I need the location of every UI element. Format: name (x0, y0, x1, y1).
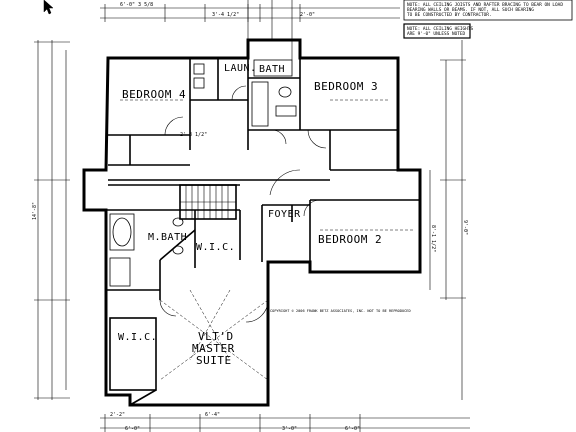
ceiling-note-box: NOTE: ALL CEILING HEIGHTS ARE 9'-0" UNLE… (403, 23, 473, 39)
dim-bot-b: 6'-0" (125, 426, 140, 432)
top-note-line-2: BEARING WALLS OR BEAMS. IF NOT, ALL SUCH… (407, 7, 534, 13)
dim-hall: 2'-3 1/2" (180, 132, 207, 138)
ceiling-dashes (120, 99, 415, 381)
dim-top-a: 6'-0" 3 5/8 (120, 2, 153, 8)
dim-left-a: 14'-8" (32, 202, 38, 220)
svg-text:ARE 9'-0" UNLESS NOTED: ARE 9'-0" UNLESS NOTED (407, 31, 466, 37)
interior-walls (106, 58, 420, 406)
room-master-line1: VLT'D (198, 330, 234, 343)
dimension-lines (34, 0, 470, 432)
room-bedroom3: BEDROOM 3 (314, 80, 378, 93)
room-foyer: FOYER (268, 209, 301, 220)
top-note-line-1: NOTE: ALL CEILING JOISTS AND RAFTER BRAC… (407, 2, 563, 8)
dim-bot-e: 6'-0" (345, 426, 360, 432)
dim-right-a: 9'-0" (462, 220, 468, 235)
room-wic-upper: W.I.C. (196, 242, 235, 253)
top-note-block: NOTE: ALL CEILING JOISTS AND RAFTER BRAC… (403, 0, 573, 21)
copyright-text: COPYRIGHT © 2006 FRANK BETZ ASSOCIATES, … (270, 309, 411, 313)
dim-right-b: 8'-1 1/2" (430, 225, 436, 252)
dim-bot-c: 6'-4" (205, 412, 220, 418)
stair-treads (180, 185, 236, 219)
dim-top-b: 3'-4 1/2" (212, 12, 239, 18)
dim-bot-a: 2'-2" (110, 412, 125, 418)
cursor-arrow-icon (43, 0, 54, 15)
top-note-line-3: TO BE CONSTRUCTED BY CONTRACTOR. (407, 12, 492, 18)
dimension-labels: 6'-0" 3 5/8 3'-4 1/2" 2'-0" 2'-2" 6'-0" … (32, 2, 468, 432)
door-swings (159, 85, 327, 323)
room-wic-lower: W.I.C. (118, 332, 157, 343)
room-master-line3: SUITE (196, 354, 232, 367)
room-bedroom2: BEDROOM 2 (318, 233, 382, 246)
room-bath: BATH (259, 64, 285, 75)
room-master-bath: M.BATH (148, 232, 187, 243)
room-laundry: LAUN. (224, 63, 257, 74)
dim-bot-d: 3'-0" (282, 426, 297, 432)
room-labels: BEDROOM 4 LAUN. BATH BEDROOM 3 FOYER BED… (118, 59, 382, 367)
svg-text:NOTE: ALL CEILING HEIGHTS: NOTE: ALL CEILING HEIGHTS (407, 26, 473, 32)
room-master-line2: MASTER (192, 342, 235, 355)
fixtures (109, 63, 297, 287)
room-bedroom4: BEDROOM 4 (122, 88, 186, 101)
dim-top-c: 2'-0" (300, 12, 315, 18)
